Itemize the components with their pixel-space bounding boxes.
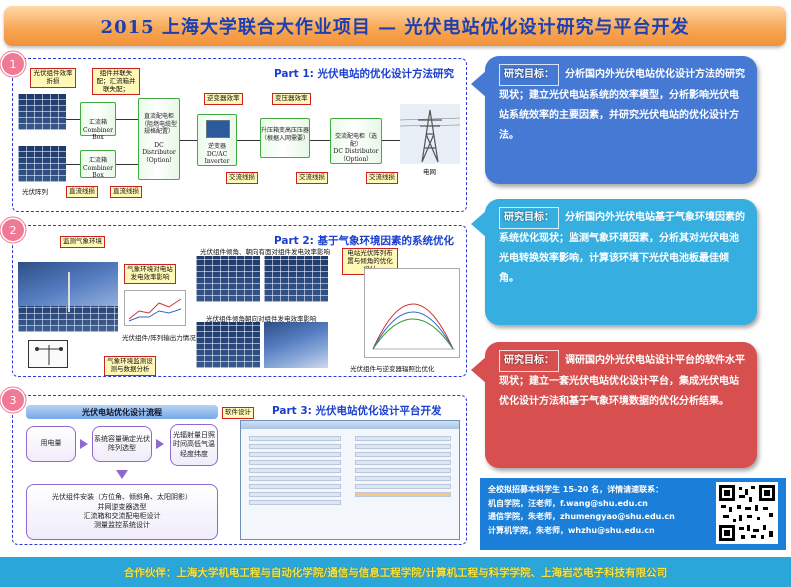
ac-cabinet-en: DC Distributor（Option） — [333, 148, 379, 163]
efficiency-chart-thumb — [124, 290, 186, 326]
flow-header: 光伏电站优化设计流程 — [26, 405, 218, 419]
callout-1-text: 分析国内外光伏电站优化设计方法的研究现状；建立光伏电站系统的效率模型，分析影响光… — [499, 69, 745, 141]
pv-array-image-bottom — [18, 146, 66, 182]
callout-2-label: 研究目标： — [499, 207, 559, 229]
flow-inputs: 光辐射量日照时间高低气温经度纬度 — [170, 424, 218, 466]
grid-tower-image — [399, 104, 461, 164]
contact-line-3: 计算机学院，朱老师，whzhu@shu.edu.cn — [488, 525, 655, 535]
tag-software-design: 软件设计 — [222, 407, 254, 419]
part-2-title: Part 2: 基于气象环境因素的系统优化 — [274, 235, 455, 247]
combiner-bottom-cn: 汇流箱 — [88, 157, 107, 164]
flow-design-4: 测量监控系统设计 — [94, 521, 150, 530]
label-data-analysis: 气象环境监测设测与数据分析 — [104, 356, 156, 376]
software-form-right — [351, 433, 455, 533]
label-combiner-mismatch: 组件并联失配；汇流箱并联失配； — [92, 68, 140, 96]
dc-distributor-cabinet: 直流配电柜（阻燃电缆型规格配置） DC Distributor（Option） — [138, 98, 180, 180]
pv-field-photo-4 — [264, 322, 328, 368]
callout-goal-2: 研究目标：分析国内外光伏电站基于气象环境因素的系统优化现状；监测气象环境因素，分… — [485, 199, 757, 325]
ac-cabinet-cn: 交流配电柜（选配） — [334, 133, 377, 148]
bell-curve-chart-icon — [372, 303, 455, 350]
label-ac-loss-1: 交流线损 — [226, 172, 258, 184]
contact-line-1: 机自学院，汪老师，f.wang@shu.edu.cn — [488, 498, 648, 508]
flow-capacity: 系统容量确定光伏阵列选型 — [92, 426, 152, 462]
flow-arrow-2-icon — [156, 439, 164, 449]
callout-3-pointer — [471, 356, 487, 384]
caption-fixed-tilt: 光伏组件倾角、朝向有面对组件发电效率影响 — [200, 248, 330, 256]
line-chart-icon — [128, 298, 182, 322]
weather-station-photo — [18, 262, 118, 332]
pv-field-photo-2 — [264, 256, 328, 302]
inverter-screen-icon — [206, 120, 230, 138]
flow-arrow-down-icon — [116, 470, 128, 479]
pv-field-photo-1 — [196, 256, 260, 302]
flow-design-1: 光伏组件安装（方位角、倾斜角、太阳阴影） — [52, 493, 192, 502]
label-pv-efficiency: 光伏组件效率折损 — [30, 68, 76, 88]
callout-1-pointer — [471, 70, 487, 98]
contact-recruit: 全校拟招募本科学生 15-20 名，详情请速联系： — [488, 485, 664, 494]
callout-3-label: 研究目标： — [499, 350, 559, 372]
label-inverter-efficiency: 逆变器效率 — [204, 93, 243, 105]
combiner-bottom-en: Combiner Box — [83, 164, 113, 180]
label-ac-loss-2: 交流线损 — [296, 172, 328, 184]
label-dc-loss-1: 直流线损 — [66, 186, 98, 198]
sensor-icon — [35, 345, 63, 365]
pv-array-image-top — [18, 94, 66, 130]
partners-bar: 合作伙伴：上海大学机电工程与自动化学院/通信与信息工程学院/计算机工程与科学学院… — [0, 557, 791, 587]
combiner-box-top: 汇流箱 Combiner Box — [80, 102, 116, 141]
flow-design-steps: 光伏组件安装（方位角、倾斜角、太阳阴影） 并网逆变器选型 汇流箱和交流配电柜设计… — [26, 484, 218, 540]
flow-load: 用电量 — [26, 426, 76, 462]
ac-distributor-cabinet: 交流配电柜（选配） DC Distributor（Option） — [330, 118, 382, 164]
inverter-en: DC/AC Inverter — [204, 150, 230, 166]
page-title: 2015 上海大学联合大作业项目 — 光伏电站优化设计研究与平台开发 — [100, 17, 690, 38]
callout-2-pointer — [471, 210, 487, 238]
inverter-cn: 逆变器 — [207, 143, 226, 150]
label-transformer-efficiency: 变压器效率 — [272, 93, 311, 105]
label-weather-impact: 气象环境对电站发电效率影响 — [124, 264, 176, 284]
label-dc-loss-2: 直流线损 — [110, 186, 142, 198]
combiner-box-bottom: 汇流箱 Combiner Box — [80, 150, 116, 180]
sensor-diagram — [28, 340, 68, 368]
callout-1-label: 研究目标： — [499, 64, 559, 86]
part-1-title: Part 1: 光伏电站的优化设计方法研究 — [274, 68, 455, 80]
title-banner: 2015 上海大学联合大作业项目 — 光伏电站优化设计研究与平台开发 — [4, 6, 786, 46]
section-3-number: 3 — [2, 389, 24, 411]
dc-distributor-en: DC Distributor（Option） — [142, 141, 176, 164]
contact-box: 全校拟招募本科学生 15-20 名，详情请速联系： 机自学院，汪老师，f.wan… — [480, 478, 786, 550]
software-screenshot — [240, 420, 460, 540]
caption-pv-array: 光伏阵列 — [22, 188, 48, 196]
part-3-title: Part 3: 光伏电站优化设计平台开发 — [272, 405, 442, 417]
label-ac-loss-3: 交流线损 — [366, 172, 398, 184]
caption-array-output: 光伏组件/阵列输出力情况 — [122, 334, 196, 342]
label-monitor-weather: 监测气象环境 — [60, 236, 105, 248]
inverter-device: 逆变器 DC/AC Inverter — [197, 114, 237, 166]
caption-tracking: 光伏组件倾角朝向对组件发电效率影响 — [206, 315, 317, 323]
software-titlebar — [241, 421, 459, 429]
qr-code-icon[interactable] — [716, 482, 778, 544]
flow-arrow-1-icon — [80, 439, 88, 449]
power-tower-icon — [399, 104, 461, 164]
flow-design-3: 汇流箱和交流配电柜设计 — [83, 512, 161, 520]
irradiance-chart-thumb — [364, 268, 460, 358]
section-2-number: 2 — [2, 219, 24, 241]
dc-cabinet-label: 直流配电柜（阻燃电缆型规格配置） — [140, 113, 177, 135]
contact-line-2: 通信学院，朱老师，zhumengyao@shu.edu.cn — [488, 512, 675, 521]
combiner-top-cn: 汇流箱 — [88, 119, 107, 126]
pv-field-photo-3 — [196, 322, 260, 368]
callout-goal-3: 研究目标：调研国内外光伏电站设计平台的软件水平现状；建立一套光伏电站优化设计平台… — [485, 342, 757, 468]
callout-goal-1: 研究目标：分析国内外光伏电站优化设计方法的研究现状；建立光伏电站系统的效率模型，… — [485, 56, 757, 184]
combiner-top-en: Combiner Box — [83, 126, 113, 142]
flow-design-2: 并网逆变器选型 — [97, 502, 147, 511]
callout-2-text: 分析国内外光伏电站基于气象环境因素的系统优化现状；监测气象环境因素，分析其对光伏… — [499, 212, 745, 284]
transformer-device: 升压箱变高压压器（根据入网需要） — [260, 118, 310, 158]
caption-grid: 电网 — [423, 168, 436, 176]
caption-comparison: 光伏组件与逆变器辐照比优化 — [350, 365, 435, 373]
software-form-left — [245, 433, 345, 533]
callout-3-text: 调研国内外光伏电站设计平台的软件水平现状；建立一套光伏电站优化设计平台，集成光伏… — [499, 355, 745, 407]
section-1-number: 1 — [2, 53, 24, 75]
